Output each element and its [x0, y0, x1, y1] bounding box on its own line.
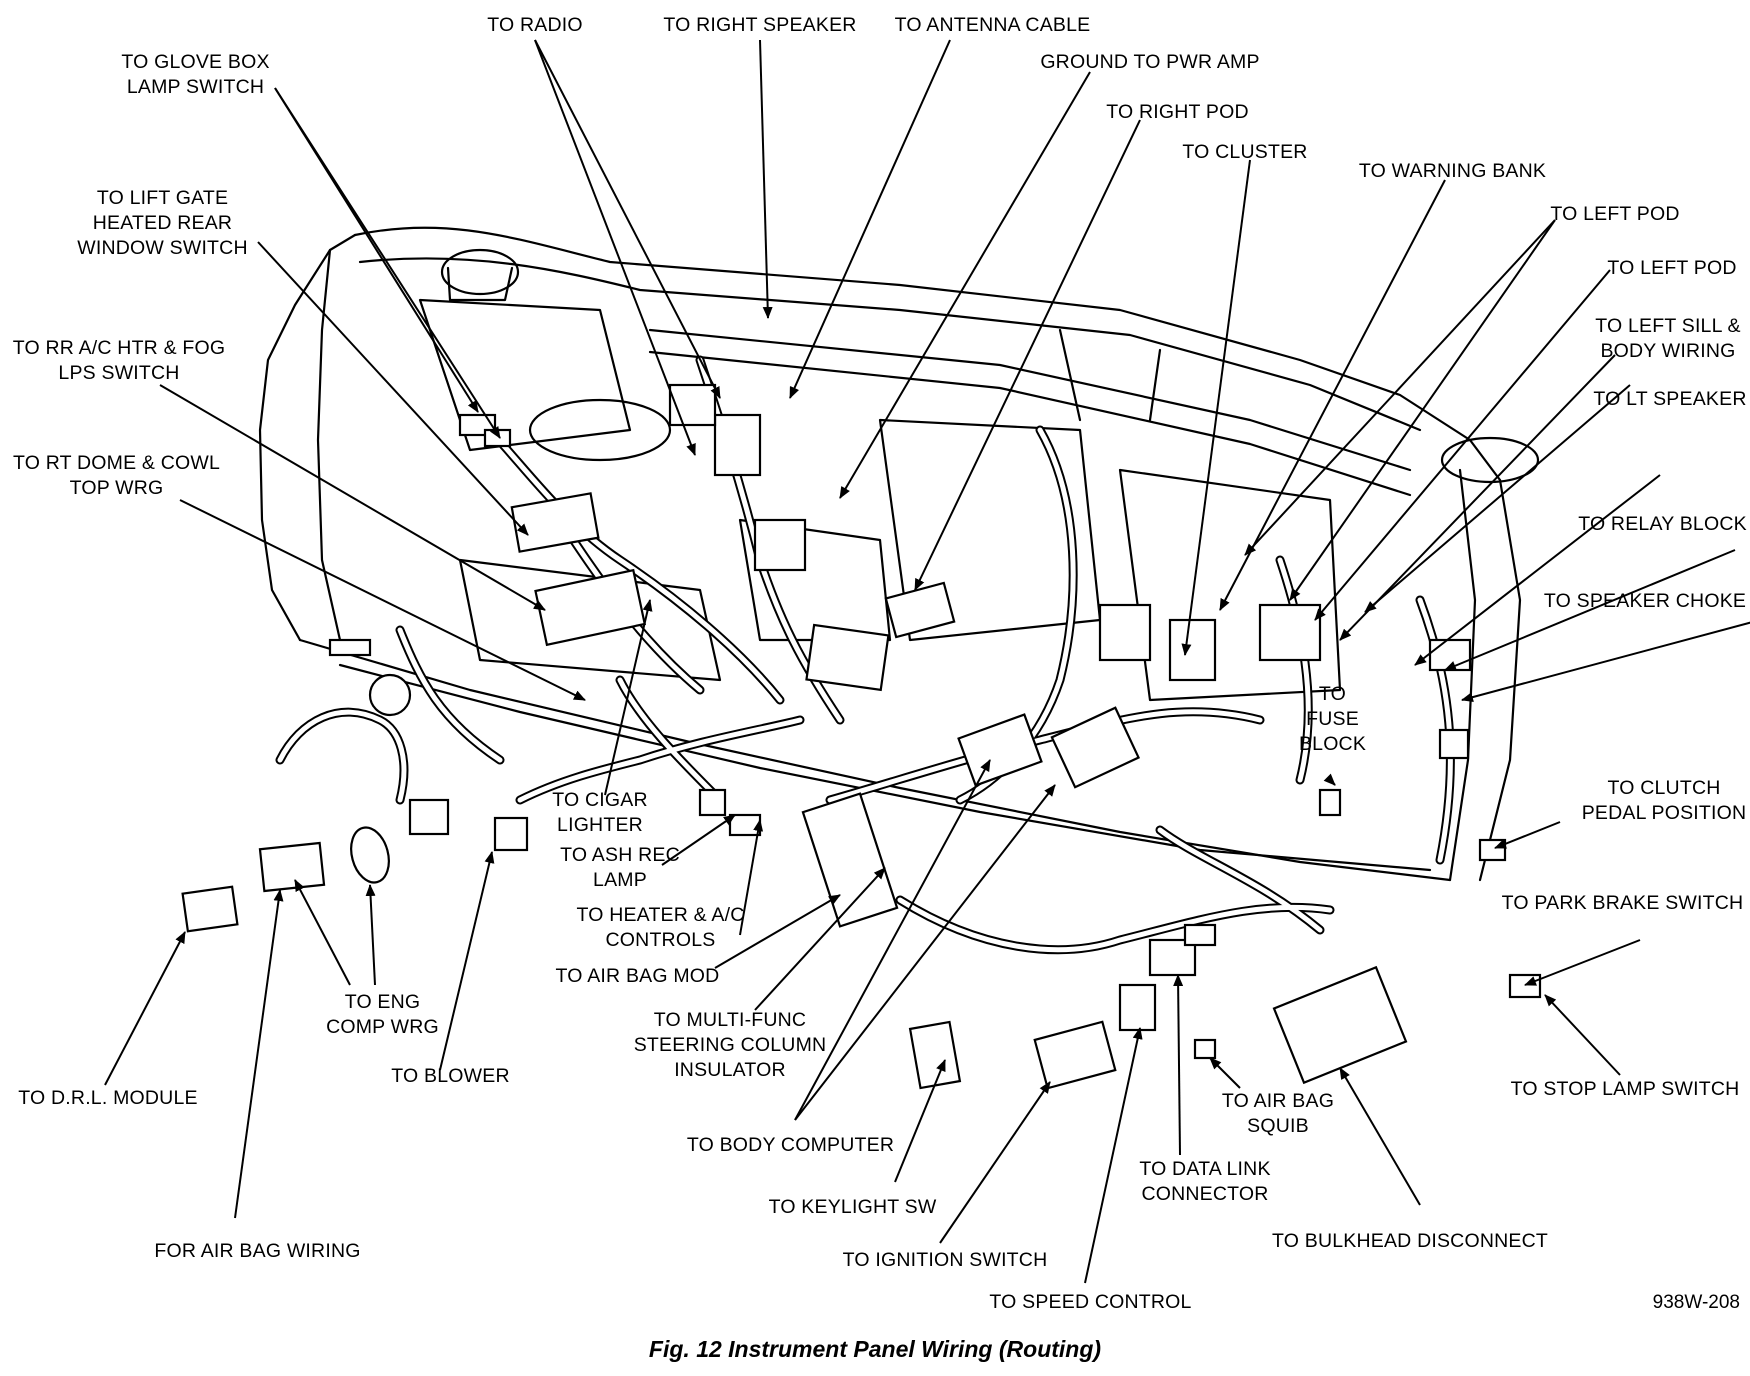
label-to-speed-control: TO SPEED CONTROL [989, 1291, 1192, 1313]
label-to-left-pod-2: TO LEFT POD [1607, 257, 1737, 279]
label-ground-to-pwr-amp: GROUND TO PWR AMP [1040, 51, 1260, 73]
label-to-keylight-sw: TO KEYLIGHT SW [768, 1196, 937, 1218]
connectors [181, 383, 1542, 1090]
label-to-cluster: TO CLUSTER [1182, 141, 1308, 163]
label-to-radio: TO RADIO [487, 14, 583, 36]
label-to-bulkhead-disconnect: TO BULKHEAD DISCONNECT [1272, 1230, 1549, 1252]
label-to-blower: TO BLOWER [391, 1065, 510, 1087]
label-to-right-pod: TO RIGHT POD [1106, 101, 1249, 123]
label-to-drl-module: TO D.R.L. MODULE [18, 1087, 198, 1109]
label-to-air-bag-mod: TO AIR BAG MOD [555, 965, 720, 987]
label-to-left-sill-body-wiring: TO LEFT SILL &BODY WIRING [1595, 315, 1741, 362]
label-to-left-pod-1: TO LEFT POD [1550, 203, 1680, 225]
label-to-speaker-choke: TO SPEAKER CHOKE [1543, 590, 1747, 612]
label-to-antenna-cable: TO ANTENNA CABLE [894, 14, 1091, 36]
leader-lines [104, 39, 1750, 1284]
label-to-body-computer: TO BODY COMPUTER [686, 1134, 895, 1156]
figure-caption: Fig. 12 Instrument Panel Wiring (Routing… [648, 1336, 1102, 1362]
label-to-relay-block: TO RELAY BLOCK [1578, 513, 1747, 535]
label-to-stop-lamp-switch: TO STOP LAMP SWITCH [1510, 1078, 1740, 1100]
figure-code: 938W-208 [1652, 1292, 1740, 1313]
label-to-park-brake-switch: TO PARK BRAKE SWITCH [1501, 892, 1744, 914]
label-to-warning-bank: TO WARNING BANK [1358, 160, 1547, 182]
label-for-air-bag-wiring: FOR AIR BAG WIRING [154, 1240, 361, 1262]
label-to-lt-speaker: TO LT SPEAKER [1593, 388, 1747, 410]
label-to-right-speaker: TO RIGHT SPEAKER [663, 14, 857, 36]
label-to-ignition-switch: TO IGNITION SWITCH [842, 1249, 1048, 1271]
